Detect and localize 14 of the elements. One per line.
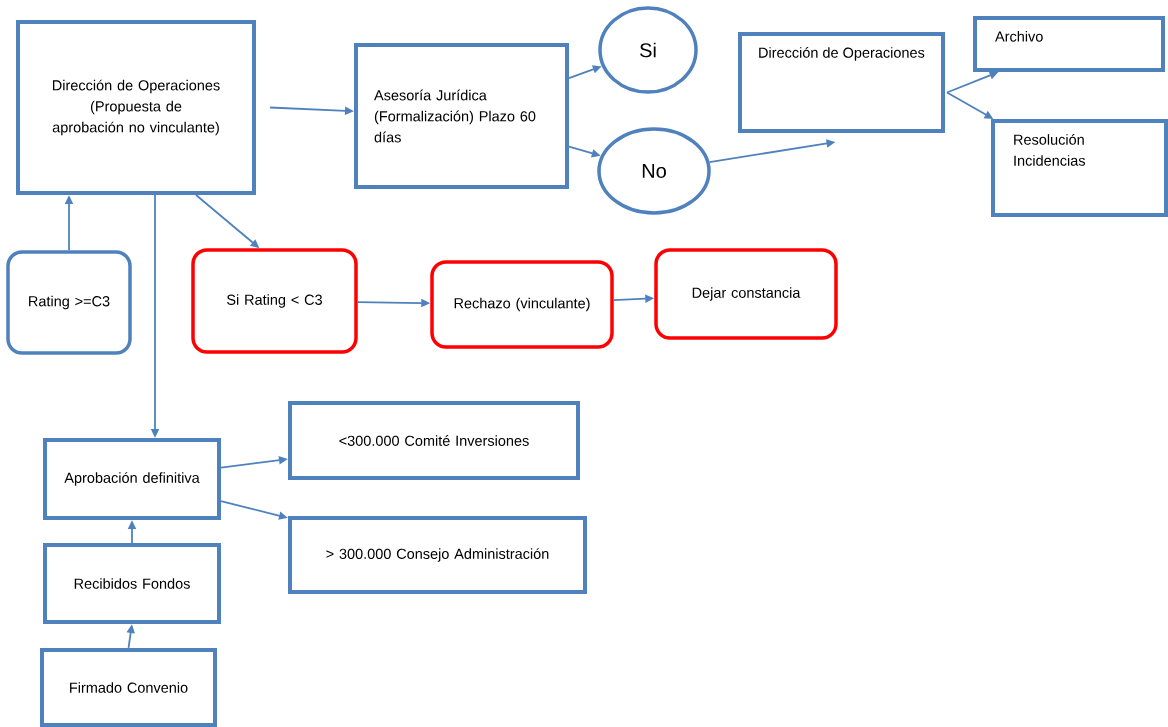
condition-box: Rating >=C3 — [6, 250, 132, 355]
process-box: Rechazo (vinculante) — [430, 260, 614, 349]
process-box: Recibidos Fondos — [43, 543, 221, 624]
process-box: Dejar constancia — [654, 248, 838, 340]
condition-box: Si Rating < C3 — [191, 248, 358, 354]
process-box: Dirección de Operaciones — [738, 32, 945, 133]
process-box: Asesoría Jurídica (Formalización) Plazo 60 días — [354, 43, 569, 189]
process-box: Archivo — [973, 16, 1165, 72]
process-box: Resolución Incidencias — [991, 119, 1168, 217]
process-box: <300.000 Comité Inversiones — [288, 401, 580, 480]
process-box: Firmado Convenio — [40, 648, 217, 727]
process-box: Dirección de Operaciones (Propuesta de aprobación no vinculante) — [16, 20, 256, 195]
process-box: > 300.000 Consejo Administración — [288, 516, 587, 594]
process-box: Aprobación definitiva — [43, 438, 221, 520]
